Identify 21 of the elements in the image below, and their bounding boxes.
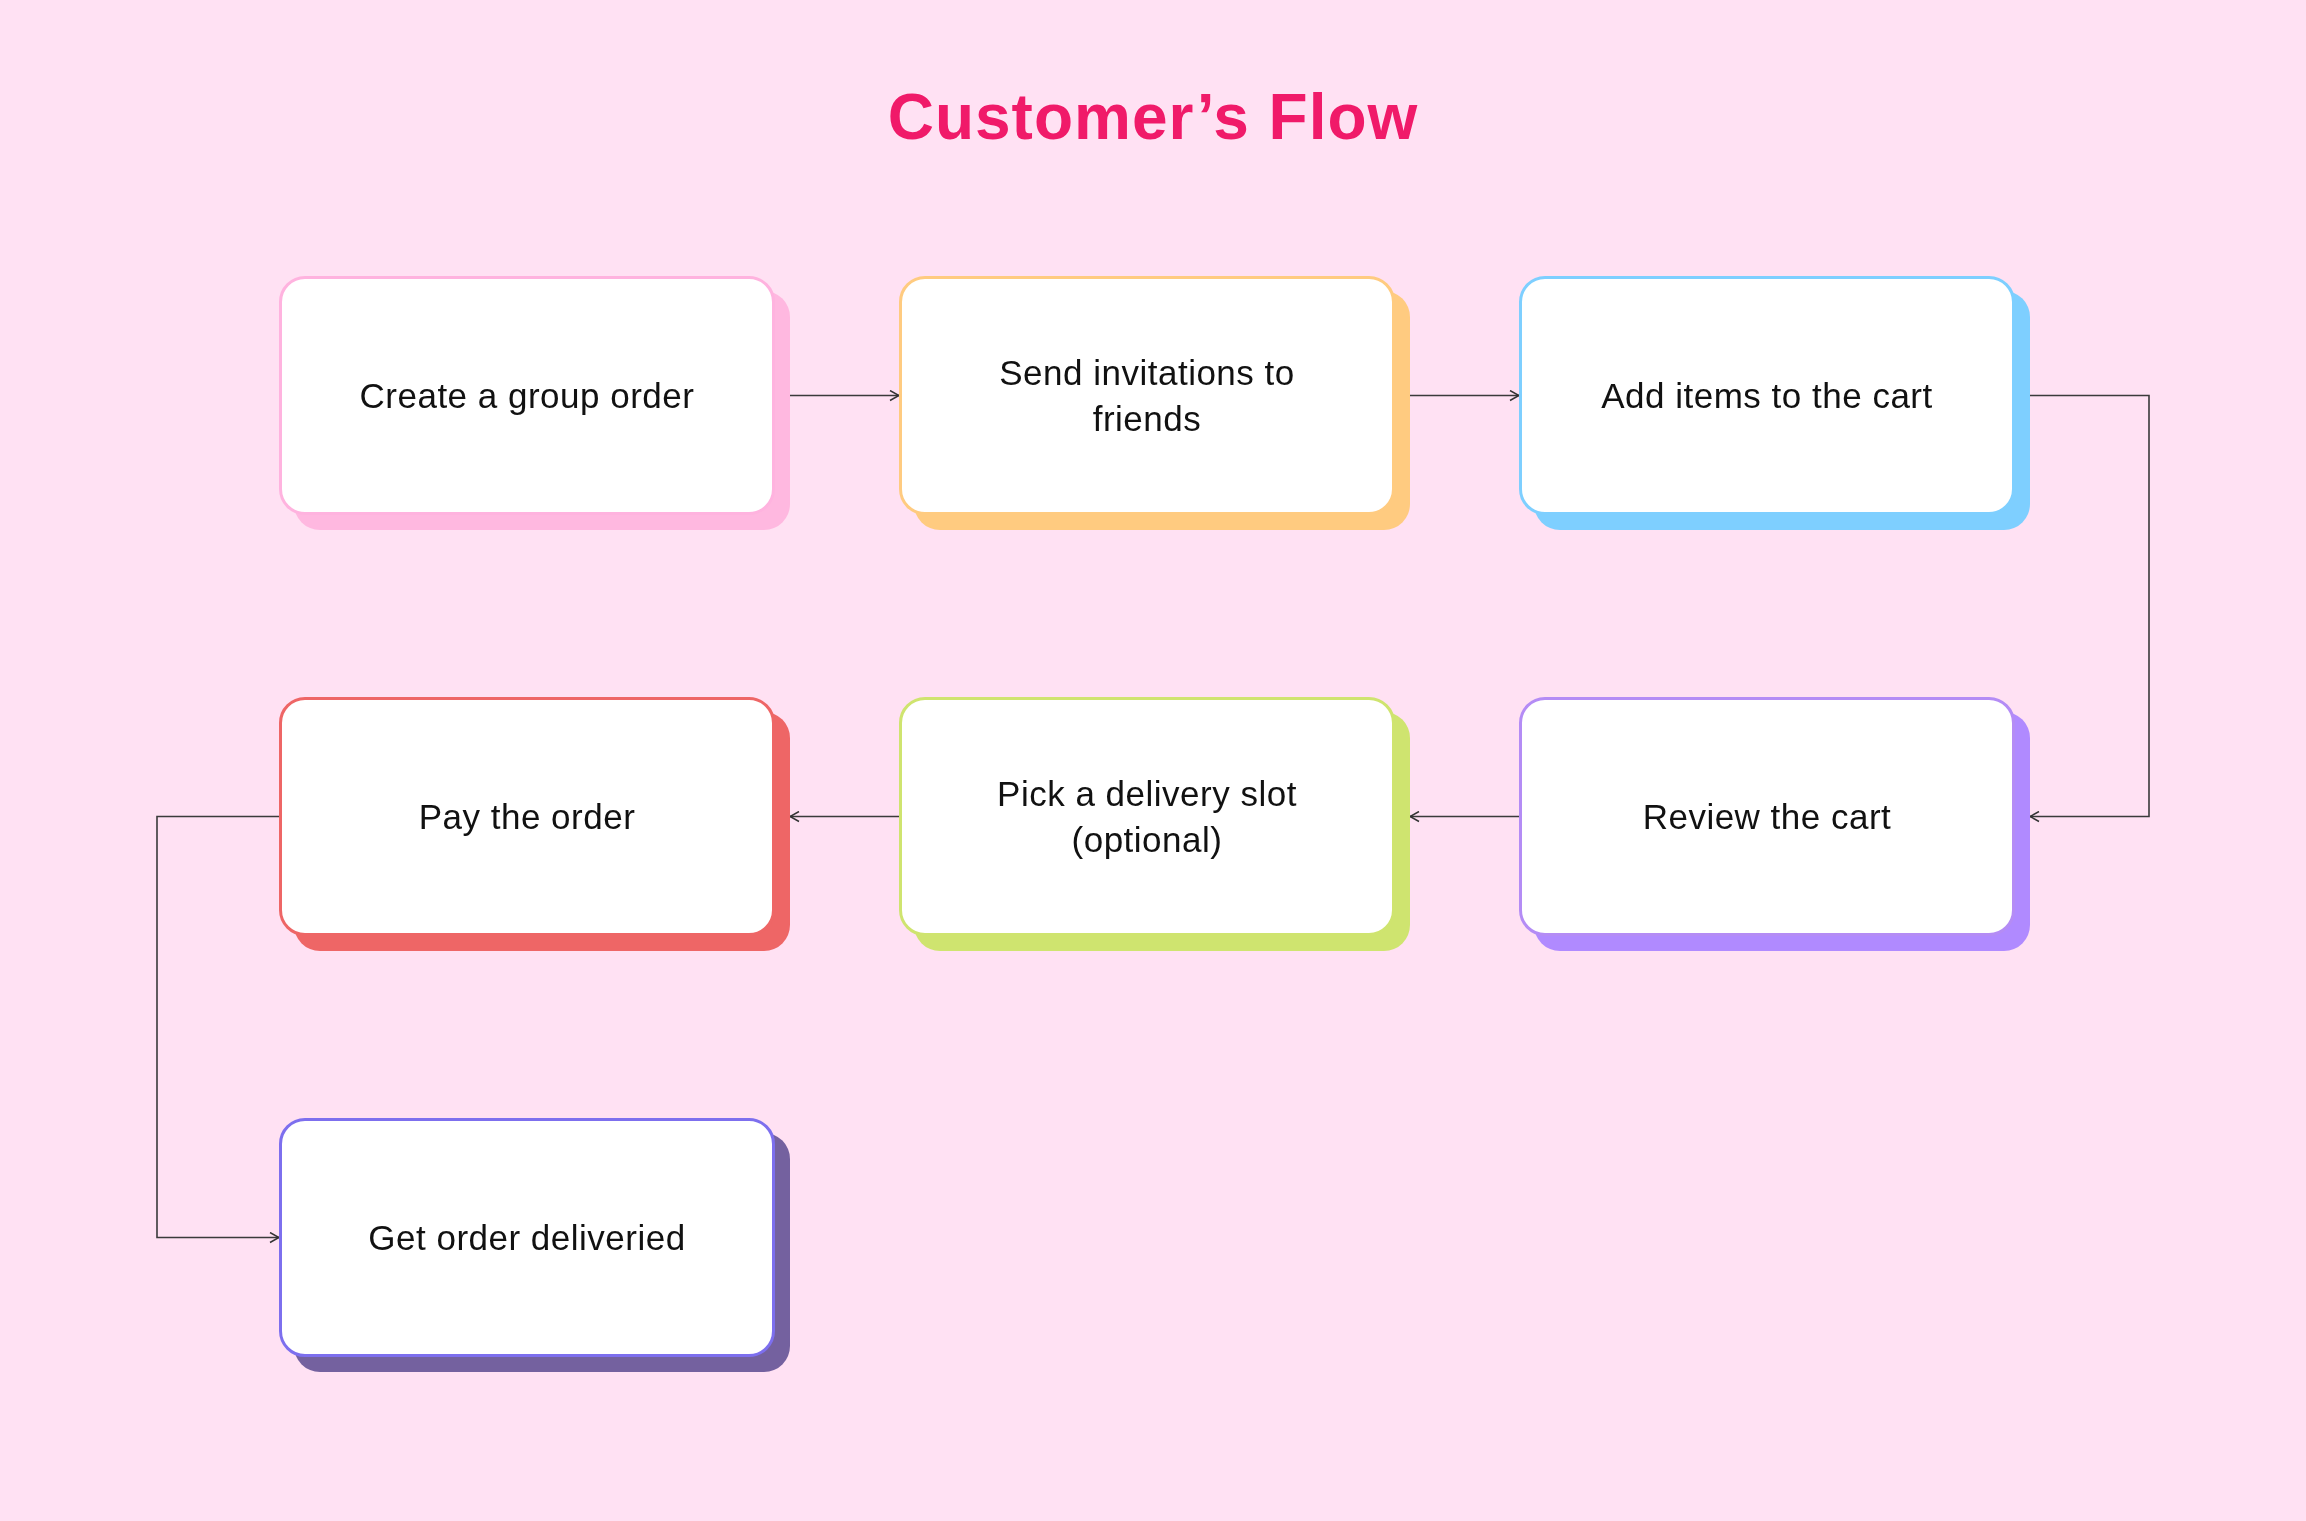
step-label: Pick a delivery slot (optional)	[996, 773, 1298, 861]
diagram-title: Customer’s Flow	[886, 80, 1420, 154]
arrow	[2029, 394, 2150, 823]
step-label: Pay the order	[418, 795, 636, 838]
process-box	[279, 276, 790, 530]
step-label: Send invitations to friends	[998, 352, 1296, 440]
arrow	[1409, 810, 1520, 823]
step-label: Get order deliveried	[368, 1216, 686, 1259]
arrow	[789, 810, 900, 823]
process-box	[279, 1118, 790, 1372]
arrow	[789, 389, 900, 402]
step-label: Review the cart	[1642, 795, 1892, 838]
arrow	[156, 815, 280, 1244]
process-box	[279, 697, 790, 951]
process-box	[1519, 697, 2030, 951]
process-box	[1519, 276, 2030, 530]
step-label: Create a group order	[359, 374, 695, 417]
step-label: Add items to the cart	[1601, 374, 1933, 417]
arrow	[1409, 389, 1520, 402]
process-box	[899, 276, 1410, 530]
process-box	[899, 697, 1410, 951]
